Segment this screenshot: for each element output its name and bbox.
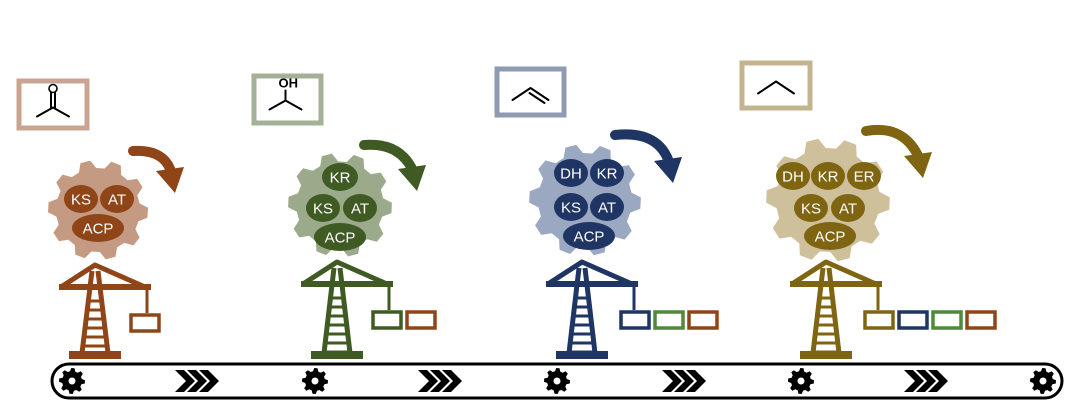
crane: [546, 259, 638, 359]
domain-label: AT: [598, 200, 616, 217]
gear-icon: [302, 368, 328, 394]
domain-at: AT: [343, 194, 377, 222]
crane: [790, 259, 882, 359]
chevron-triple-right-icon: [175, 370, 219, 392]
structure-box: [494, 66, 567, 118]
domain-ks: KS: [64, 185, 98, 213]
skeletal-structure-alcohol: [268, 89, 303, 111]
transfer-arrow: [359, 139, 426, 191]
cargo-box: [619, 310, 651, 330]
gear-icon: [48, 160, 148, 260]
domain-acp: ACP: [314, 223, 366, 251]
structure-box-frame: [16, 78, 90, 131]
cargo-box: [965, 310, 997, 330]
skeletal-structure-alkene: [511, 87, 550, 104]
gear-icon: [1030, 368, 1056, 394]
module-1: KS AT ACP: [16, 78, 184, 359]
domain-ks: KS: [306, 194, 340, 222]
domain-acp: ACP: [72, 214, 124, 242]
modules: KS AT ACP OH KR KS AT ACP DH KR KS AT ACP DH KR ER KS AT A…: [16, 60, 997, 359]
domain-label: AT: [839, 201, 857, 218]
structure-box: OH: [251, 73, 324, 126]
module-3: DH KR KS AT ACP: [494, 66, 719, 359]
domain-kr: KR: [590, 159, 624, 187]
cargo-box: [371, 310, 403, 330]
domain-label: DH: [782, 169, 804, 186]
module-2: OH KR KS AT ACP: [251, 73, 437, 359]
cargo-box: [129, 313, 161, 333]
crane: [59, 262, 151, 359]
domain-dh: DH: [776, 162, 810, 190]
domain-ks: KS: [554, 193, 588, 221]
domain-at: AT: [831, 194, 865, 222]
transfer-arrow: [128, 145, 184, 193]
chevron-triple-right-icon: [904, 370, 948, 392]
domain-ks: KS: [794, 194, 828, 222]
domain-kr: KR: [322, 163, 358, 191]
domain-label: KS: [561, 200, 581, 217]
domain-label: ER: [854, 169, 875, 186]
domain-kr: KR: [811, 162, 845, 190]
gear-icon: [544, 368, 570, 394]
domain-label: AT: [108, 192, 126, 209]
cargo-box: [653, 310, 685, 330]
structure-box: [739, 60, 813, 111]
domain-label: AT: [351, 201, 369, 218]
module-4: DH KR ER KS AT ACP: [739, 60, 997, 359]
domain-label: KS: [313, 201, 333, 218]
domain-at: AT: [100, 185, 134, 213]
domain-acp: ACP: [804, 222, 856, 250]
structure-box: [16, 78, 90, 131]
structure-box-frame: [739, 60, 813, 111]
cargo-box: [687, 310, 719, 330]
chevron-triple-right-icon: [662, 370, 706, 392]
cargo-box: [931, 310, 963, 330]
skeletal-structure-alkane: [757, 80, 795, 95]
domain-label: ACP: [815, 229, 846, 246]
skeletal-structure-ketone: [36, 83, 70, 118]
cargo-box: [863, 310, 895, 330]
cargo-box: [405, 310, 437, 330]
gear-icon: [788, 368, 814, 394]
cargo-box: [897, 310, 929, 330]
transfer-arrow: [610, 129, 682, 183]
domain-dh: DH: [554, 159, 588, 187]
domain-label: KS: [71, 192, 91, 209]
domain-label: ACP: [574, 229, 605, 246]
domain-label: ACP: [83, 221, 114, 238]
domain-er: ER: [847, 162, 881, 190]
structure-box-frame: [494, 66, 567, 118]
structure-box-frame: [251, 73, 324, 126]
domain-label: KR: [330, 170, 351, 187]
domain-at: AT: [590, 193, 624, 221]
domain-label: KR: [818, 169, 839, 186]
conveyor-belt: [50, 362, 1064, 400]
crane: [301, 259, 393, 359]
gear-icon: [288, 153, 392, 257]
hydroxyl-label: OH: [279, 76, 299, 91]
chevron-triple-right-icon: [418, 370, 462, 392]
domain-acp: ACP: [563, 222, 615, 250]
domain-label: DH: [560, 166, 582, 183]
domain-label: ACP: [325, 230, 356, 247]
transfer-arrow: [861, 124, 932, 178]
domain-label: KR: [597, 166, 618, 183]
domain-label: KS: [801, 201, 821, 218]
gear-icon: [59, 368, 85, 394]
